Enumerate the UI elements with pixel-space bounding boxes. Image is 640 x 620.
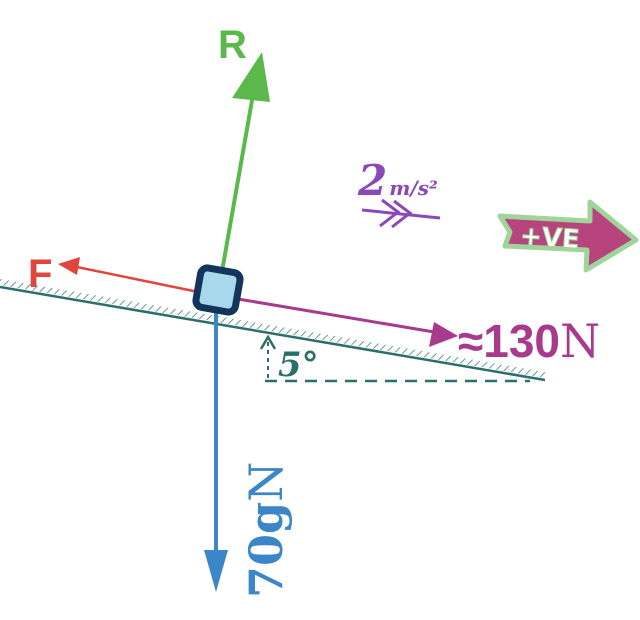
driving-force-label: ≈130N [458, 314, 600, 368]
weight-force-value: 70g [239, 502, 293, 598]
approx-symbol: ≈ [458, 315, 483, 367]
friction-force-label: F [28, 252, 52, 296]
incline-surface [0, 279, 546, 382]
driving-force-unit: N [560, 314, 600, 368]
driving-force-value: 130 [483, 315, 560, 367]
weight-force-label: 70gN [239, 462, 293, 598]
friction-force-arrow [58, 257, 209, 296]
angle-label: 5° [278, 345, 319, 385]
driving-force-arrow [231, 296, 458, 347]
weight-force-unit: N [239, 462, 293, 502]
block [192, 264, 244, 316]
positive-direction-label: +VE [519, 221, 581, 255]
positive-direction-badge: +VE [497, 199, 639, 273]
angle-indicator [259, 334, 277, 378]
acceleration-value: 2 [357, 156, 387, 205]
acceleration-arrow [361, 198, 441, 229]
weight-force-arrow [204, 305, 228, 592]
reaction-force-arrow [215, 52, 270, 301]
acceleration-unit: m/s² [389, 176, 438, 200]
reaction-force-label: R [218, 23, 247, 67]
